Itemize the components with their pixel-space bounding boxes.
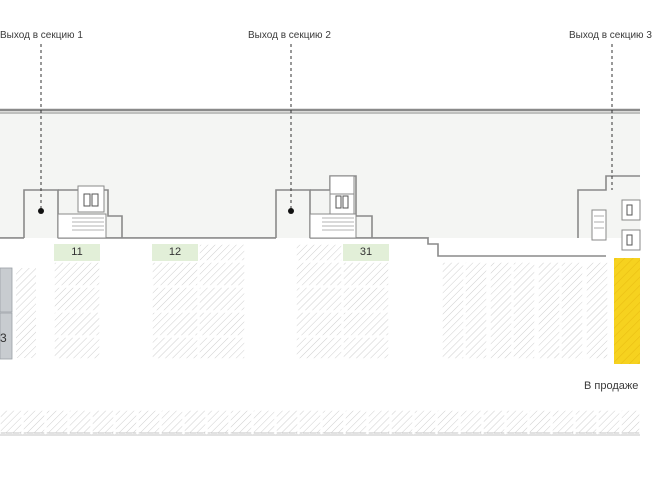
- exit-label-section-1: Выход в секцию 1: [0, 30, 83, 41]
- highlighted-spaces: [54, 244, 389, 261]
- space-number-11[interactable]: 11: [71, 246, 83, 258]
- elevator-icon: [83, 193, 633, 246]
- for-sale-space[interactable]: [614, 258, 640, 364]
- left-block: [0, 267, 36, 360]
- for-sale-label: В продаже: [584, 380, 639, 392]
- space-number-12[interactable]: 12: [168, 246, 182, 258]
- exit-label-section-2: Выход в секцию 2: [248, 30, 331, 41]
- exit-label-section-3: Выход в секцию 3: [569, 30, 652, 41]
- exit-marker-icon: [38, 208, 294, 214]
- bottom-parking-row: [0, 409, 641, 435]
- edge-space-number: 3: [0, 331, 7, 345]
- parking-slots: [53, 243, 609, 360]
- stairs-icon: [72, 215, 604, 231]
- space-number-31[interactable]: 31: [359, 246, 373, 258]
- exit-lines: [40, 44, 613, 210]
